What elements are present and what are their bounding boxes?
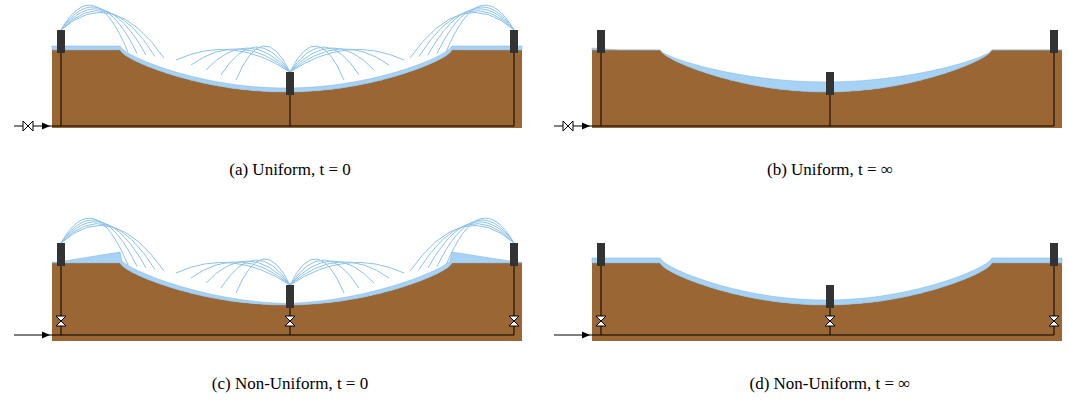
valve-symbol — [596, 316, 606, 326]
sprinkler-head — [1050, 30, 1058, 53]
field-panel — [554, 30, 1062, 131]
pipe-network — [554, 265, 1054, 335]
flow-arrow — [582, 123, 590, 130]
field-panel — [14, 5, 522, 131]
panel-caption: (c) Non-Uniform, t = 0 — [212, 374, 368, 394]
soil — [52, 263, 522, 341]
valve-symbol — [825, 316, 835, 326]
sprinkler-head — [510, 30, 518, 53]
valve-symbol — [1049, 316, 1059, 326]
sprinkler-head — [597, 243, 605, 266]
soil — [52, 50, 522, 128]
flow-arrow — [42, 332, 50, 339]
flow-arrow — [582, 332, 590, 339]
pipe-network — [14, 52, 514, 126]
panel-caption: (a) Uniform, t = 0 — [229, 160, 350, 180]
panel-caption: (d) Non-Uniform, t = ∞ — [750, 374, 911, 394]
flow-arrow — [42, 123, 50, 130]
valve-symbol — [285, 316, 295, 326]
panel-caption: (b) Uniform, t = ∞ — [767, 160, 893, 180]
soil — [592, 50, 1062, 128]
field-panel — [14, 218, 522, 341]
sprinkler-head — [57, 30, 65, 53]
sprinkler-head — [286, 72, 294, 95]
valve-symbol — [563, 121, 573, 131]
valve-symbol — [509, 316, 519, 326]
sprinkler-head — [510, 243, 518, 266]
sprinkler-head — [57, 243, 65, 266]
field-panel — [554, 243, 1062, 341]
sprinkler-head — [1050, 243, 1058, 266]
valve-symbol — [23, 121, 33, 131]
sprinkler-head — [286, 285, 294, 308]
pipe-network — [14, 265, 514, 335]
sprinkler-head — [826, 285, 834, 308]
sprinkler-head — [826, 72, 834, 95]
valve-symbol — [56, 316, 66, 326]
soil — [592, 263, 1062, 341]
sprinkler-head — [597, 30, 605, 53]
pipe-network — [554, 52, 1054, 126]
